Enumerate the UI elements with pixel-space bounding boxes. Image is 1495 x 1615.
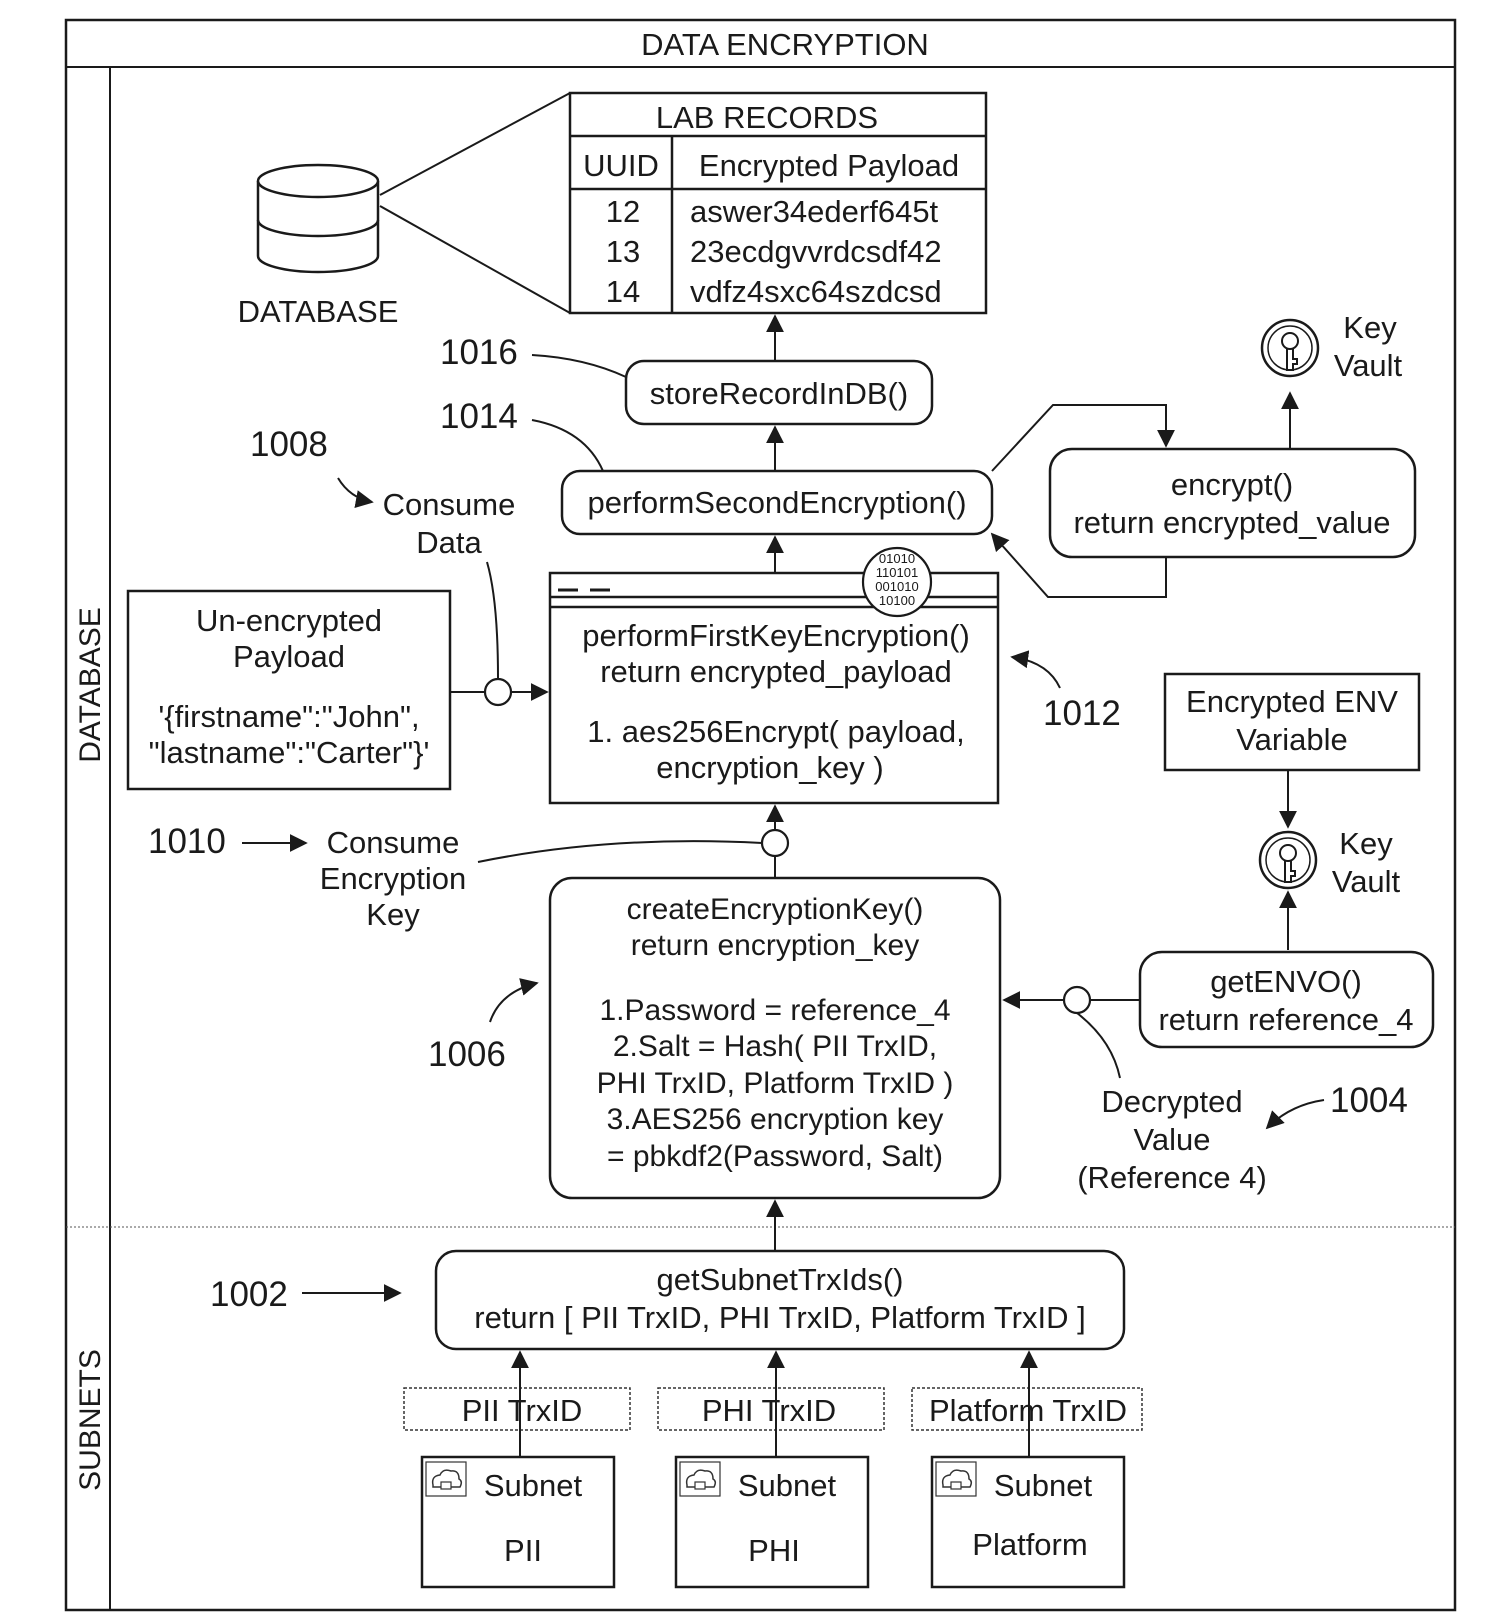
- consume-data-line1: Consume: [383, 487, 516, 522]
- diagram-title: DATA ENCRYPTION: [641, 27, 929, 62]
- trx-label-pii: PII TrxID: [462, 1393, 583, 1428]
- row-uuid: 13: [606, 234, 640, 269]
- subnet-label: Subnet: [738, 1468, 837, 1503]
- subnet-label: Subnet: [484, 1468, 583, 1503]
- lab-records-title: LAB RECORDS: [656, 100, 878, 135]
- ref-1008: 1008: [250, 425, 328, 464]
- decrypted-line1: Decrypted: [1101, 1084, 1242, 1119]
- first-encryption-line3: 1. aes256Encrypt( payload,: [587, 714, 964, 749]
- create-key-line2: return encryption_key: [631, 929, 920, 962]
- key-vault-mid-line1: Key: [1339, 826, 1393, 861]
- svg-text:110101: 110101: [876, 565, 918, 580]
- lane-label-database: DATABASE: [74, 607, 107, 763]
- leader-1004: [1267, 1100, 1324, 1128]
- column-header-payload: Encrypted Payload: [699, 148, 959, 183]
- decrypted-line2: Value: [1134, 1122, 1211, 1157]
- row-payload: 23ecdgvvrdcsdf42: [690, 234, 942, 269]
- payload-lollipop: [485, 679, 511, 705]
- env-variable-line2: Variable: [1236, 722, 1347, 757]
- subnet-name: PII: [504, 1533, 542, 1568]
- svg-text:10100: 10100: [879, 593, 915, 608]
- cloud-lock-icon: [936, 1462, 976, 1496]
- subnet-name: PHI: [748, 1533, 800, 1568]
- decrypted-line3: (Reference 4): [1077, 1160, 1267, 1195]
- leader-1012: [1012, 657, 1060, 688]
- leader-1006: [490, 983, 537, 1022]
- svg-text:01010: 01010: [879, 551, 915, 566]
- create-key-line5: PHI TrxID, Platform TrxID ): [597, 1067, 954, 1100]
- first-encryption-line2: return encrypted_payload: [600, 654, 952, 689]
- leader-1014: [532, 420, 603, 471]
- key-vault-mid-line2: Vault: [1332, 864, 1401, 899]
- zoom-line-bottom: [380, 206, 570, 313]
- consume-key-line1: Consume: [327, 825, 460, 860]
- consume-key-line2: Encryption: [320, 861, 466, 896]
- ref-1002: 1002: [210, 1275, 288, 1314]
- unencrypted-line2: Payload: [233, 639, 345, 674]
- key-lollipop: [762, 830, 788, 856]
- ref-1010: 1010: [148, 822, 226, 861]
- key-vault-icon: [1262, 320, 1318, 376]
- unencrypted-line1: Un-encrypted: [196, 603, 382, 638]
- consume-data-connector: [487, 562, 498, 678]
- store-record-label: storeRecordInDB(): [650, 376, 908, 411]
- leader-1016: [532, 355, 626, 377]
- key-vault-icon: [1260, 832, 1316, 888]
- row-payload: aswer34ederf645t: [690, 194, 939, 229]
- unencrypted-line3: '{firstname":"John",: [158, 699, 419, 734]
- leader-1008: [338, 478, 372, 502]
- row-uuid: 12: [606, 194, 640, 229]
- database-label: DATABASE: [238, 294, 399, 329]
- create-key-line3: 1.Password = reference_4: [599, 994, 950, 1027]
- first-encryption-line1: performFirstKeyEncryption(): [582, 618, 970, 653]
- trx-label-phi: PHI TrxID: [702, 1393, 836, 1428]
- unencrypted-line4: "lastname":"Carter"}': [149, 735, 430, 770]
- ref-1014: 1014: [440, 397, 518, 436]
- env-variable-line1: Encrypted ENV: [1186, 684, 1398, 719]
- database-icon: [258, 165, 378, 272]
- ref-1006: 1006: [428, 1035, 506, 1074]
- create-key-line7: = pbkdf2(Password, Salt): [607, 1140, 943, 1173]
- get-env-line1: getENVO(): [1210, 964, 1362, 999]
- cloud-lock-icon: [426, 1462, 466, 1496]
- row-payload: vdfz4sxc64szdcsd: [690, 274, 942, 309]
- consume-key-connector: [478, 841, 762, 862]
- consume-data-line2: Data: [416, 525, 482, 560]
- get-env-line2: return reference_4: [1158, 1002, 1413, 1037]
- encrypt-line1: encrypt(): [1171, 467, 1293, 502]
- zoom-line-top: [380, 93, 570, 195]
- decrypted-lollipop: [1064, 987, 1090, 1013]
- encrypt-box: [1050, 449, 1415, 557]
- first-encryption-line4: encryption_key ): [656, 750, 883, 785]
- subnet-label: Subnet: [994, 1468, 1093, 1503]
- ref-1012: 1012: [1043, 694, 1121, 733]
- key-vault-top-line2: Vault: [1334, 348, 1403, 383]
- create-key-line4: 2.Salt = Hash( PII TrxID,: [613, 1030, 937, 1063]
- decrypted-connector: [1077, 1013, 1120, 1078]
- lab-records-table: LAB RECORDS UUID Encrypted Payload 12 as…: [570, 93, 986, 313]
- encrypt-line2: return encrypted_value: [1073, 505, 1390, 540]
- binary-data-icon: 01010 110101 001010 10100: [863, 548, 931, 616]
- subnet-box: Subnet Platform: [932, 1457, 1124, 1587]
- ref-1004: 1004: [1330, 1081, 1408, 1120]
- create-key-line1: createEncryptionKey(): [627, 893, 924, 926]
- lane-label-subnets: SUBNETS: [74, 1349, 107, 1491]
- column-header-uuid: UUID: [583, 148, 659, 183]
- subnet-name: Platform: [972, 1527, 1087, 1562]
- subnet-box: Subnet PHI: [676, 1457, 868, 1587]
- cloud-lock-icon: [680, 1462, 720, 1496]
- consume-key-line3: Key: [366, 897, 420, 932]
- subnet-box: Subnet PII: [422, 1457, 614, 1587]
- row-uuid: 14: [606, 274, 640, 309]
- key-vault-top-line1: Key: [1343, 310, 1397, 345]
- create-key-line6: 3.AES256 encryption key: [607, 1103, 944, 1136]
- ref-1016: 1016: [440, 333, 518, 372]
- svg-text:001010: 001010: [875, 579, 918, 594]
- subnet-trxids-line2: return [ PII TrxID, PHI TrxID, Platform …: [474, 1300, 1085, 1335]
- subnet-trxids-line1: getSubnetTrxIds(): [657, 1262, 904, 1297]
- second-encryption-label: performSecondEncryption(): [587, 485, 966, 520]
